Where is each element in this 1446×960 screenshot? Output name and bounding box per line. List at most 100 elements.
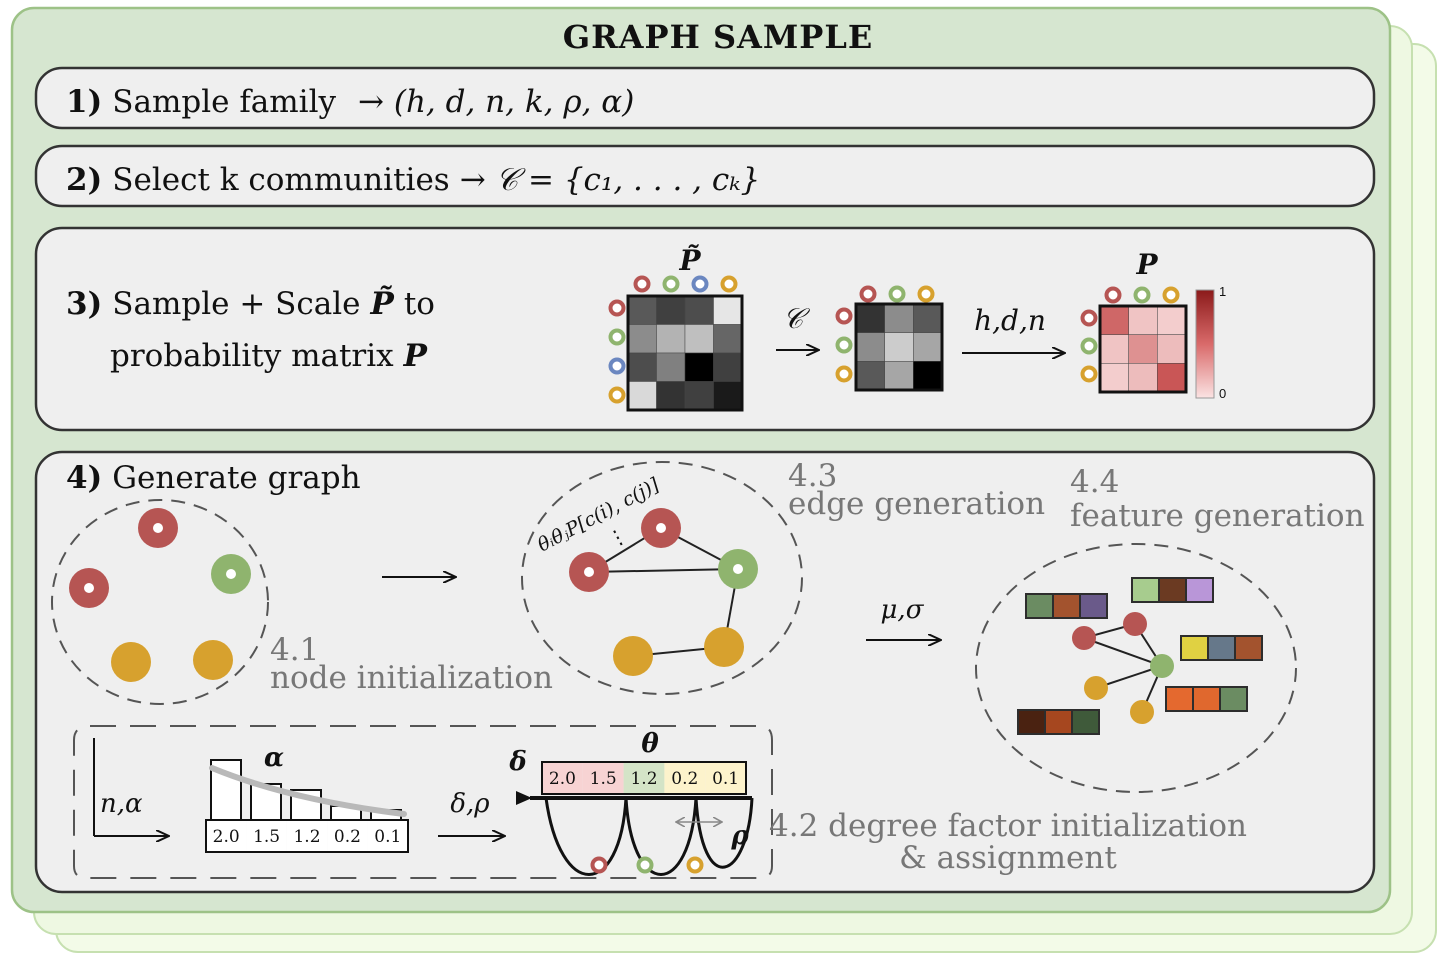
feature-vector-cell xyxy=(1192,686,1221,712)
matrix-cell xyxy=(913,332,943,362)
graph-node xyxy=(704,627,744,667)
community-marker-top xyxy=(691,275,709,293)
feature-vector-cell xyxy=(1207,635,1236,661)
degree-label-line-1: 4.2 degree factor initialization xyxy=(769,808,1247,844)
theta-marker xyxy=(636,856,654,874)
graph-node xyxy=(193,640,233,680)
feature-vector-cell xyxy=(1180,635,1209,661)
feat-gen-label: feature generation xyxy=(1070,498,1365,534)
graph-edge xyxy=(588,568,739,573)
value-table-border xyxy=(205,819,409,853)
delta-rho-label: δ,ρ xyxy=(450,789,490,819)
value-cell xyxy=(367,820,408,852)
delta-label: δ xyxy=(508,747,526,777)
matrix-cell xyxy=(1099,305,1129,335)
step-1-panel xyxy=(34,66,1376,130)
feat-gen-region xyxy=(975,543,1297,793)
matrix-cell xyxy=(713,295,743,325)
matrix-border xyxy=(626,294,744,412)
community-marker-left xyxy=(608,299,626,317)
theta-marker xyxy=(590,856,608,874)
colorbar xyxy=(1195,289,1215,399)
probability-matrix xyxy=(1098,304,1188,394)
alpha-decay-curve xyxy=(209,765,407,817)
matrix-cell xyxy=(713,324,743,354)
graph-edge xyxy=(1083,637,1163,667)
feature-node xyxy=(1123,612,1147,636)
community-marker-left xyxy=(608,357,626,375)
value-text: 0.2 xyxy=(671,769,698,789)
matrix-cell xyxy=(627,324,657,354)
matrix-cell xyxy=(884,303,914,333)
matrix-cell xyxy=(1157,334,1187,364)
matrix-cell xyxy=(1157,305,1187,335)
community-marker-left xyxy=(1080,337,1098,355)
matrix-cell xyxy=(713,381,743,411)
arrow-hdn-label: h,d,n xyxy=(974,304,1046,337)
colorbar-min: 0 xyxy=(1219,386,1226,401)
matrix-cell xyxy=(684,381,714,411)
graph-node-center xyxy=(84,583,94,593)
matrix-cell xyxy=(1128,363,1158,393)
value-table-border xyxy=(541,761,747,795)
matrix-cell xyxy=(855,361,885,391)
feature-vector-cell xyxy=(1219,686,1248,712)
community-marker-left xyxy=(1080,365,1098,383)
ptilde-label: P̃ xyxy=(678,244,701,277)
matrix-cell xyxy=(884,361,914,391)
feature-node xyxy=(1084,676,1108,700)
matrix-cell xyxy=(855,303,885,333)
community-marker-left xyxy=(835,336,853,354)
feature-vector-cell xyxy=(1165,686,1194,712)
value-text: 1.5 xyxy=(253,827,280,847)
value-cell xyxy=(206,820,247,852)
value-text: 2.0 xyxy=(213,827,240,847)
node-init-nodes xyxy=(69,508,251,682)
value-text: 1.2 xyxy=(293,827,320,847)
matrix-cell xyxy=(656,381,686,411)
graph-node-center xyxy=(153,523,163,533)
feature-vector-cell xyxy=(1071,709,1100,735)
value-text: 2.0 xyxy=(549,769,576,789)
value-text: 1.2 xyxy=(630,769,657,789)
graph-node-center xyxy=(584,567,594,577)
graph-node-center xyxy=(656,523,666,533)
feature-vector-cell xyxy=(1044,709,1073,735)
value-text: 0.2 xyxy=(334,827,361,847)
feature-vector-cell xyxy=(1158,577,1187,603)
community-marker-left xyxy=(1080,309,1098,327)
rho-label: ρ xyxy=(730,821,749,851)
step-2-text: 2)Select k communities→ 𝒞 = {c₁, . . . ,… xyxy=(66,162,760,198)
step-4-text: 4)Generate graph xyxy=(66,460,361,496)
edge-gen-label: edge generation xyxy=(788,486,1045,522)
matrix-border xyxy=(1098,304,1188,394)
feature-vector-cell xyxy=(1017,709,1046,735)
matrix-cell xyxy=(1128,334,1158,364)
theta-marker xyxy=(686,856,704,874)
value-cell xyxy=(623,762,665,794)
value-text: 0.1 xyxy=(712,769,739,789)
value-text: 1.5 xyxy=(590,769,617,789)
graph-node xyxy=(613,636,653,676)
value-cell xyxy=(582,762,624,794)
matrix-cell xyxy=(627,381,657,411)
step-2-panel xyxy=(34,144,1376,208)
community-marker-top xyxy=(888,285,906,303)
theta-label: θ xyxy=(641,729,659,759)
step-4-panel xyxy=(34,450,1376,894)
theta-value-table: 2.0 1.5 1.2 0.2 0.1 xyxy=(541,761,747,795)
community-marker-top xyxy=(917,285,935,303)
feature-vector-cell xyxy=(1079,593,1108,619)
feature-vector-cell xyxy=(1052,593,1081,619)
graph-node-center xyxy=(733,564,743,574)
degree-label-line-2: & assignment xyxy=(899,840,1117,876)
diagram-title: GRAPH SAMPLE xyxy=(563,18,874,56)
degree-region xyxy=(73,725,773,879)
feature-vector-cell xyxy=(1185,577,1214,603)
ptilde-community-markers xyxy=(608,275,738,404)
n-alpha-label: n,α xyxy=(100,789,143,819)
